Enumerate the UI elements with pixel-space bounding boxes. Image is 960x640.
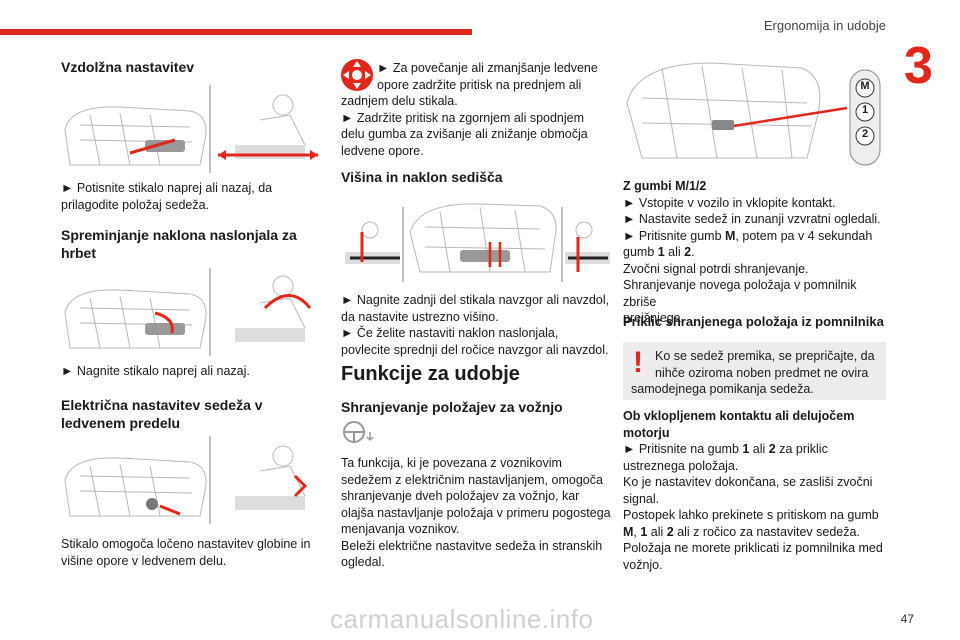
text-shranjevanje-6: Beleži električne nastavitve sedeža in s…: [341, 538, 603, 553]
text-shranjevanje-7: ogledal.: [341, 555, 385, 569]
heading-naklon-2: hrbet: [61, 245, 96, 261]
text-visina-4: povlecite sprednji del ročice navzgor al…: [341, 342, 609, 357]
illustration-longitudinal: [64, 85, 318, 173]
text-gumbi-4: gumb 1 ali 2.: [623, 245, 695, 259]
text-gumbi-1: ► Vstopite v vozilo in vklopite kontakt.: [623, 195, 836, 210]
memory-button-1: 1: [861, 104, 869, 116]
illustration-backrest: [64, 268, 312, 356]
text-gumbi-7: prejšnjega.: [623, 311, 685, 325]
memory-button-2: 2: [861, 128, 869, 140]
illustration-memory-buttons: [626, 62, 881, 166]
text-naklon: ► Nagnite stikalo naprej ali nazaj.: [61, 364, 250, 378]
text-vzdolzna-2: prilagodite položaj sedeža.: [61, 197, 210, 212]
illustration-lumbar: [64, 436, 308, 524]
text-kontakt-6: M, 1 ali 2 ali z ročico za nastavitev se…: [623, 524, 860, 539]
text-lumbar-5: delu gumba za zvišanje ali znižanje obmo…: [341, 127, 588, 141]
heading-kontakt-2: motorju: [623, 425, 670, 440]
warning-text-2: nihče oziroma noben predmet ne ovira: [655, 365, 869, 380]
text-kontakt-1: ► Pritisnite na gumb 1 ali 2 za priklic: [623, 442, 828, 456]
text-gumbi-5: Zvočni signal potrdi shranjevanje.: [623, 261, 809, 276]
memory-button-m: M: [860, 80, 870, 92]
heading-ledvene-2: ledvenem predelu: [61, 415, 181, 431]
text-lumbar-4: ► Zadržite pritisk na zgornjem ali spodn…: [341, 110, 585, 125]
heading-shranjevanje: Shranjevanje položajev za vožnjo: [341, 399, 563, 415]
text-gumbi-2: ► Nastavite sedež in zunanji vzvratni og…: [623, 212, 881, 226]
text-kontakt-5: Postopek lahko prekinete s pritiskom na …: [623, 508, 879, 522]
chapter-number: 3: [904, 37, 933, 95]
text-shranjevanje-5: menjavanja voznikov.: [341, 522, 460, 536]
heading-visina: Višina in naklon sedišča: [341, 169, 503, 185]
text-visina-1: ► Nagnite zadnji del stikala navzgor ali…: [341, 293, 610, 307]
text-vzdolzna-1: ► Potisnite stikalo naprej ali nazaj, da: [61, 181, 273, 195]
text-lumbar-3: zadnjem delu stikala.: [341, 94, 458, 108]
heading-funkcije: Funkcije za udobje: [341, 363, 520, 385]
heading-naklon-1: Spreminjanje naklona naslonjala za: [61, 227, 297, 243]
heading-kontakt-1: Ob vklopljenem kontaktu ali delujočem: [623, 409, 855, 423]
text-shranjevanje-2: sedežem z električnim nastavljanjem, omo…: [341, 472, 603, 487]
header-accent-bar: [0, 29, 472, 35]
text-kontakt-4: signal.: [623, 491, 660, 506]
text-kontakt-3: Ko je nastavitev dokončana, se zasliši z…: [623, 475, 873, 489]
text-shranjevanje-3: shranjevanje dveh položajev za vožnjo, k…: [341, 489, 580, 503]
warning-box: ! Ko se sedež premika, se prepričajte, d…: [623, 342, 886, 400]
chapter-title: Ergonomija in udobje: [763, 18, 886, 33]
text-kontakt-2: ustreznega položaja.: [623, 458, 739, 473]
watermark: carmanualsonline.info: [330, 604, 594, 634]
text-gumbi-6: Shranjevanje novega položaja v pomnilnik…: [623, 278, 857, 309]
heading-priklic: Priklic shranjenega položaja iz pomnilni…: [623, 314, 884, 329]
heading-vzdolzna: Vzdolžna nastavitev: [61, 59, 195, 75]
text-visina-2: da nastavite ustrezno višino.: [341, 309, 499, 324]
illustration-seat-height: [345, 203, 610, 282]
lumbar-switch-icon: [341, 59, 373, 91]
text-lumbar-2: opore zadržite pritisk na prednjem ali: [377, 77, 582, 92]
text-kontakt-8: vožnjo.: [623, 557, 663, 572]
text-lumbar-1: ► Za povečanje ali zmanjšanje ledvene: [377, 61, 598, 75]
warning-icon: !: [633, 346, 643, 379]
text-kontakt-7: Položaja ne morete priklicati iz pomniln…: [623, 541, 883, 555]
text-gumbi-3: ► Pritisnite gumb M, potem pa v 4 sekund…: [623, 228, 873, 243]
text-ledvene-1: Stikalo omogoča ločeno nastavitev globin…: [61, 537, 311, 551]
text-ledvene-2: višine opore v ledvenem delu.: [61, 553, 227, 568]
steering-wheel-icon: [343, 421, 374, 443]
heading-gumbi: Z gumbi M/1/2: [623, 179, 707, 193]
warning-text-3: samodejnega pomikanja sedeža.: [631, 382, 814, 396]
page-number: 47: [900, 612, 914, 626]
text-visina-3: ► Če želite nastaviti naklon naslonjala,: [341, 326, 559, 340]
heading-ledvene-1: Električna nastavitev sedeža v: [61, 397, 263, 413]
text-shranjevanje-4: olajša nastavljanje položaja v primeru p…: [341, 505, 611, 520]
text-shranjevanje-1: Ta funkcija, ki je povezana z voznikovim: [341, 456, 562, 470]
text-lumbar-6: ledvene opore.: [341, 143, 424, 158]
warning-text-1: Ko se sedež premika, se prepričajte, da: [655, 349, 875, 363]
